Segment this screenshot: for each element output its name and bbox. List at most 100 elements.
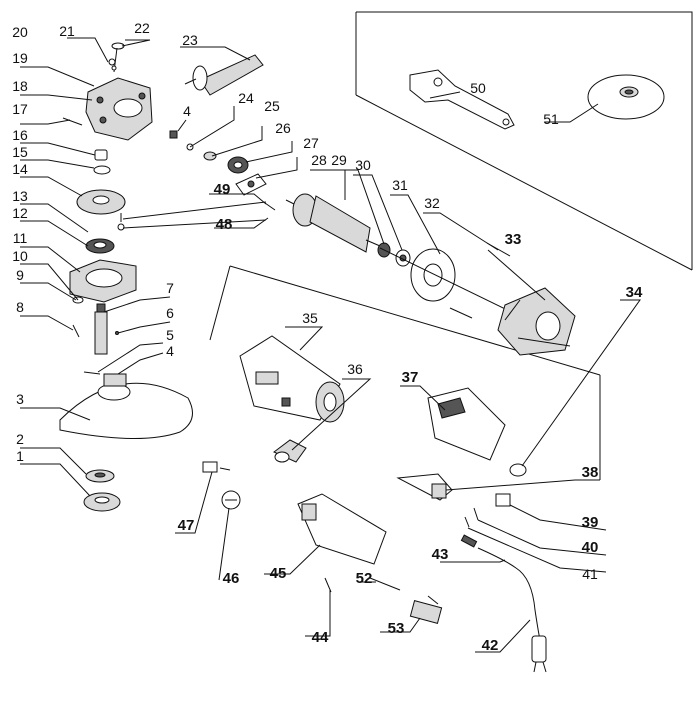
grinding-disc	[587, 74, 665, 120]
label-9: 9	[16, 267, 24, 283]
label-5: 5	[166, 327, 174, 343]
fan-36	[315, 381, 345, 423]
lock-button	[108, 42, 125, 73]
outer-nut-1	[83, 492, 121, 512]
label-26: 26	[275, 120, 291, 136]
label-22: 22	[134, 20, 150, 36]
label-43: 43	[432, 546, 449, 563]
label-33: 33	[505, 231, 522, 248]
label-31: 31	[392, 177, 408, 193]
bearing-cover-11	[69, 259, 137, 303]
switch-53	[409, 595, 443, 624]
label-24: 24	[238, 90, 254, 106]
bearing-plate-27	[235, 173, 267, 196]
label-28: 28	[311, 152, 327, 168]
label-25: 25	[264, 98, 280, 114]
stator-33	[497, 287, 576, 356]
label-27: 27	[303, 135, 319, 151]
label-20: 20	[12, 24, 28, 40]
label-17: 17	[12, 101, 28, 117]
capacitor-39	[495, 493, 511, 507]
label-2: 2	[16, 431, 24, 447]
label-35: 35	[302, 310, 318, 326]
nut-4-upper	[169, 130, 178, 139]
side-handle-23	[184, 54, 264, 96]
label-21: 21	[59, 23, 75, 39]
label-29: 29	[331, 152, 347, 168]
label-46: 46	[223, 570, 240, 587]
brush-cap-46	[221, 490, 241, 510]
label-14: 14	[12, 161, 28, 177]
screw-8	[72, 324, 80, 338]
switch-lever-38	[396, 473, 453, 501]
spindle-7	[94, 303, 108, 355]
label-16: 16	[12, 127, 28, 143]
label-18: 18	[12, 78, 28, 94]
clamp-screw-5	[83, 371, 101, 375]
bearing-26	[227, 156, 249, 174]
screw-18	[62, 117, 83, 126]
accessory-box	[355, 11, 693, 271]
label-30: 30	[355, 157, 371, 173]
bearing-30	[395, 249, 411, 267]
label-23: 23	[182, 32, 198, 48]
label-13: 13	[12, 188, 28, 204]
label-51: 51	[543, 111, 559, 127]
bearing-17	[94, 149, 108, 161]
inner-flange-2	[85, 469, 115, 483]
motor-section-box	[209, 265, 601, 480]
rear-cover-37	[427, 387, 506, 461]
screw-49	[264, 202, 276, 211]
label-41: 41	[582, 566, 598, 582]
screw-52	[369, 577, 401, 591]
gear-housing	[85, 77, 153, 141]
label-6: 6	[166, 305, 174, 321]
leader-lines	[20, 37, 641, 653]
label-52: 52	[356, 570, 373, 587]
label-4-lower: 4	[166, 343, 174, 359]
wheel-guard-3	[59, 373, 193, 439]
label-37: 37	[402, 369, 419, 386]
label-44: 44	[312, 629, 329, 646]
label-12: 12	[12, 205, 28, 221]
label-32: 32	[424, 195, 440, 211]
washer-16	[93, 165, 111, 175]
label-15: 15	[12, 144, 28, 160]
screw-44	[324, 577, 332, 593]
bearing-12	[85, 238, 115, 254]
label-39: 39	[582, 514, 599, 531]
label-50: 50	[470, 80, 486, 96]
label-49: 49	[214, 181, 231, 198]
label-7: 7	[166, 280, 174, 296]
handle-cover-45	[297, 493, 387, 565]
clip-25	[203, 151, 217, 161]
bevel-gear-14	[76, 189, 126, 215]
brush-holder-47	[202, 461, 231, 473]
seal-ring-34	[509, 463, 527, 477]
label-47: 47	[178, 517, 195, 534]
armature-28	[285, 193, 381, 253]
carbon-sleeve-36	[273, 439, 307, 463]
label-4-upper: 4	[183, 103, 191, 119]
label-38: 38	[582, 464, 599, 481]
screws-13	[117, 213, 125, 231]
label-19: 19	[12, 50, 28, 66]
label-34: 34	[626, 284, 643, 301]
spanner-wrench	[409, 69, 515, 130]
baffle-31	[410, 248, 456, 302]
label-8: 8	[16, 299, 24, 315]
label-1: 1	[16, 448, 24, 464]
cable-sleeve-43	[460, 534, 541, 641]
label-11: 11	[13, 230, 28, 246]
label-3: 3	[16, 391, 24, 407]
label-48: 48	[216, 216, 233, 233]
label-42: 42	[482, 637, 499, 654]
label-45: 45	[270, 565, 287, 582]
screw-40	[473, 507, 479, 521]
label-40: 40	[582, 539, 599, 556]
label-36: 36	[347, 361, 363, 377]
label-53: 53	[388, 620, 405, 637]
part-labels: 1 2 3 4 5 6 7 8 9 10 11 12 13 14 15 16 1…	[12, 20, 643, 654]
power-cord-42	[531, 635, 547, 673]
